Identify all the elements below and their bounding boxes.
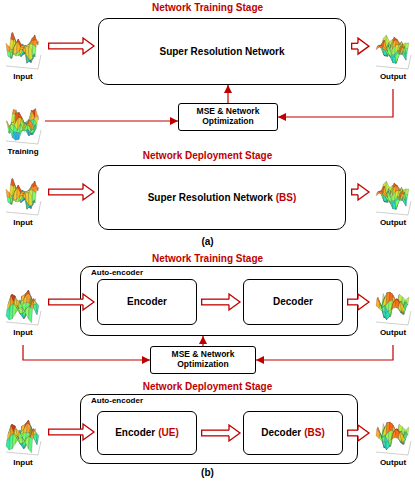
process-box: MSE & Network Optimization	[178, 103, 278, 131]
stage-title: Network Deployment Stage	[0, 381, 415, 392]
box-content: Decoder(BS)	[244, 412, 342, 454]
group-label: Auto-encoder	[91, 268, 143, 277]
image-label: Output	[363, 72, 415, 81]
surface-plot	[373, 278, 413, 326]
box-label: MSE & Network Optimization	[183, 107, 273, 127]
process-box: Super Resolution Network	[98, 18, 346, 85]
image-label: Input	[0, 72, 53, 81]
image-node: Output	[373, 408, 413, 474]
image-node: Training	[3, 97, 43, 163]
process-box: MSE & Network Optimization	[150, 346, 256, 374]
box-content: Encoder(UE)	[98, 412, 196, 454]
surface-plot	[3, 408, 43, 456]
stage-title: Network Deployment Stage	[0, 150, 415, 161]
box-content: MSE & Network Optimization	[179, 104, 277, 130]
image-node: Input	[3, 168, 43, 234]
flow-arrow	[48, 184, 94, 200]
image-node: Output	[373, 22, 413, 88]
box-label: (BS)	[304, 427, 325, 439]
process-box: Super Resolution Network(BS)	[98, 165, 346, 230]
stage-title: Network Training Stage	[0, 2, 415, 13]
flow-arrow	[23, 345, 150, 360]
image-label: Output	[363, 458, 415, 467]
image-label: Input	[0, 328, 53, 337]
process-box: Decoder	[243, 279, 343, 325]
group-label: Auto-encoder	[91, 396, 143, 405]
group-box: Encoder Decoder Auto-encoder	[80, 266, 358, 336]
surface-plot	[373, 408, 413, 456]
image-label: Output	[363, 218, 415, 227]
box-content: Decoder	[244, 280, 342, 324]
surface-plot	[373, 22, 413, 70]
process-box: Encoder(UE)	[97, 411, 197, 455]
image-node: Output	[373, 168, 413, 234]
flow-arrow	[203, 336, 204, 346]
flow-arrow	[45, 121, 178, 122]
flow-arrow	[228, 85, 229, 103]
surface-plot	[3, 22, 43, 70]
stage-title: Network Training Stage	[0, 253, 415, 264]
image-node: Input	[3, 408, 43, 474]
panel-label: (b)	[0, 467, 415, 478]
box-label: Super Resolution Network	[148, 192, 273, 204]
flow-arrow	[48, 38, 94, 54]
image-node: Input	[3, 22, 43, 88]
panel-label: (a)	[0, 236, 415, 247]
box-content: Super Resolution Network	[99, 19, 345, 84]
image-node: Input	[3, 278, 43, 344]
box-label: MSE & Network Optimization	[155, 350, 251, 370]
flow-arrow	[351, 184, 369, 200]
image-label: Input	[0, 218, 53, 227]
box-label: Decoder	[261, 427, 301, 439]
box-content: Super Resolution Network(BS)	[99, 166, 345, 229]
group-box: Encoder(UE) Decoder(BS) Auto-encoder	[80, 394, 358, 464]
image-label: Output	[363, 328, 415, 337]
surface-plot	[3, 168, 43, 216]
process-box: Encoder	[97, 279, 197, 325]
image-label: Training	[0, 147, 53, 156]
box-label: Super Resolution Network	[159, 46, 284, 58]
box-content: MSE & Network Optimization	[151, 347, 255, 373]
flow-arrow	[256, 345, 393, 360]
image-node: Output	[373, 278, 413, 344]
process-box: Decoder(BS)	[243, 411, 343, 455]
box-label: Decoder	[273, 296, 313, 308]
box-label: (BS)	[276, 192, 297, 204]
image-label: Input	[0, 458, 53, 467]
box-content: Encoder	[98, 280, 196, 324]
flow-arrow	[351, 38, 369, 54]
surface-plot	[3, 97, 43, 145]
box-label: (UE)	[158, 427, 179, 439]
flow-arrow	[278, 89, 393, 117]
surface-plot	[3, 278, 43, 326]
surface-plot	[373, 168, 413, 216]
box-label: Encoder	[115, 427, 155, 439]
box-label: Encoder	[127, 296, 167, 308]
